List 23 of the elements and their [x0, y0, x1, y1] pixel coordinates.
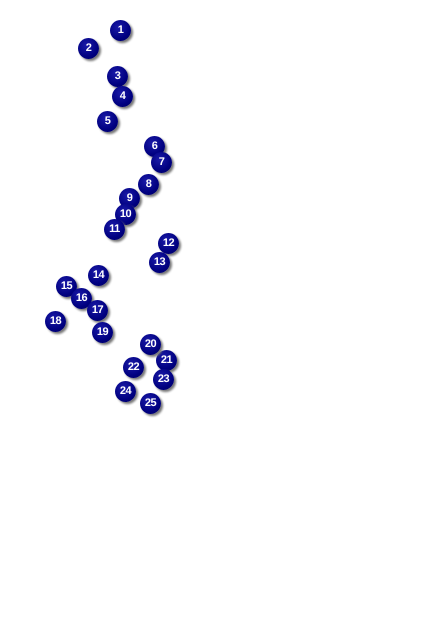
callout-number: 5	[97, 111, 118, 132]
callout-number: 13	[149, 252, 170, 273]
callout-number: 23	[153, 369, 174, 390]
callout-number: 11	[104, 219, 125, 240]
callout-number: 17	[87, 300, 108, 321]
callout-number: 1	[110, 20, 131, 41]
callout-number: 6	[144, 136, 165, 157]
callout-number: 20	[140, 334, 161, 355]
callout-number: 16	[71, 288, 92, 309]
callout-number: 3	[107, 66, 128, 87]
callout-number: 18	[45, 311, 66, 332]
callout-number: 14	[88, 265, 109, 286]
callout-number: 22	[123, 357, 144, 378]
callout-number: 19	[92, 322, 113, 343]
callout-number: 2	[78, 38, 99, 59]
callout-number: 8	[138, 174, 159, 195]
callout-number: 4	[112, 86, 133, 107]
callout-number: 24	[115, 381, 136, 402]
callout-number: 15	[56, 276, 77, 297]
callout-number: 12	[158, 233, 179, 254]
callout-number: 21	[156, 350, 177, 371]
callout-number: 25	[140, 393, 161, 414]
callout-number: 7	[151, 152, 172, 173]
